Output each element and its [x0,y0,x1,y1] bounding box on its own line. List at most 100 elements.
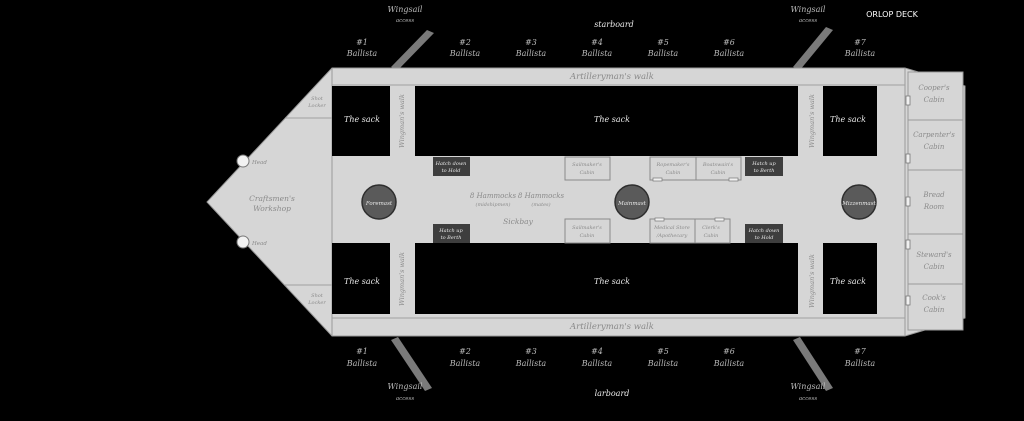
sack-label: The sack [594,115,630,124]
hatch-label: Hatch down [435,161,467,167]
foremast-label: Foremast [365,201,393,207]
sack-label: The sack [344,115,380,124]
ballista-label: Ballista [346,359,378,368]
sack-main-top [415,86,798,156]
sack-fore-bottom [332,243,390,314]
ballista-num: #7 [854,347,867,356]
stern-room-label: Cabin [924,263,945,271]
bow-partitions [285,117,332,286]
sack-labels: The sack The sack The sack The sack The … [344,115,866,286]
cabin-label: Cabin [666,170,681,176]
ballista-label: Ballista [713,359,745,368]
head-fixture-bottom [236,235,250,249]
stern-rooms [907,71,964,331]
wingsail-label: Wingsail [791,382,826,391]
stern-room-label: Carpenter's [913,131,955,139]
workshop-label-1: Craftsmen's [249,194,295,203]
mainmast [614,184,650,220]
stern-room-label: Steward's [916,251,952,259]
hatch-label: Hatch up [438,228,463,234]
wingsail-labels: Wingsail access Wingsail access Wingsail… [388,5,826,402]
ballista-num: #1 [356,38,368,47]
hatch-up-berth-fore [433,224,470,243]
cabin-label: Ropemaker's [656,162,690,168]
hatch-down-hold-aft [745,224,783,243]
cabin-label: Clerk's [702,225,720,231]
walk-borders [332,84,905,319]
ballista-label: Ballista [515,49,547,58]
cabin-label: Cabin [580,233,595,239]
wingsail-label: Wingsail [388,382,423,391]
hatch-label: to Berth [754,168,775,174]
shot-locker-top-2: Locker [307,103,326,109]
shot-locker-bottom-1: Shot [311,293,324,299]
sack-aft-top [823,86,877,156]
hatch-label: to Hold [442,168,461,174]
mainmast-label: Mainmast [617,201,647,207]
stern-doors [905,95,911,306]
wingman-walk-fore-bottom: Wingman's walk [398,252,406,306]
starboard-label: starboard [594,20,634,29]
ballista-label: Ballista [581,359,613,368]
sack-group [332,86,877,314]
head-fixture-top [236,154,250,168]
cabin-label: Sailmaker's [572,225,602,231]
wingsail-sub: access [799,396,818,402]
stern-room-label: Room [923,203,945,211]
hatch-down-hold-fore [433,157,470,176]
ballista-label: Ballista [844,359,876,368]
hatch-label: Hatch up [751,161,776,167]
cabin-doors [652,177,739,222]
hatch-up-berth-aft [745,157,783,176]
cabin-label: Boatswain's [702,162,734,168]
wingsail-sub: access [799,18,818,24]
hammocks-midshipmen: 8 Hammocks [470,192,517,200]
ballista-num: #4 [591,347,603,356]
ballista-num: #2 [459,38,471,47]
hammocks-midshipmen-sub: (midshipmen) [476,201,511,208]
artilleryman-walk-top: Artilleryman's walk [569,72,654,82]
hatch-label: to Berth [441,235,462,241]
cabin-label: Cabin [580,170,595,176]
ballista-num: #5 [657,38,669,47]
artilleryman-walk-bottom: Artilleryman's walk [569,322,654,332]
sack-main-bottom [415,243,798,314]
wingsail-sub: access [396,396,415,402]
wingsail-sub: access [396,18,415,24]
wingman-walk-aft-bottom: Wingman's walk [808,254,816,308]
stern-room-label: Cook's [922,294,946,302]
ballista-num: #6 [723,38,735,47]
ballista-num: #1 [356,347,368,356]
sack-fore-top [332,86,390,156]
wingman-walk-fore-top: Wingman's walk [398,94,406,148]
sack-label: The sack [344,277,380,286]
ballista-label: Ballista [515,359,547,368]
mizzenmast-label: Mizzenmast [841,201,876,207]
ballista-row-bottom: #1 Ballista #2 Ballista #3 Ballista #4 B… [346,347,876,368]
ballista-num: #5 [657,347,669,356]
wingsail-label: Wingsail [388,5,423,14]
stern-room-label: Cabin [924,96,945,104]
ballista-row-top: #1 Ballista #2 Ballista #3 Ballista #4 B… [346,38,876,58]
mizzenmast [841,184,877,220]
shot-locker-top-1: Shot [311,96,324,102]
sack-label: The sack [594,277,630,286]
hatches [433,157,783,243]
ballista-label: Ballista [449,49,481,58]
cabin-label: Cabin [704,233,719,239]
cabin-label: /Apothecary [656,233,688,239]
sack-aft-bottom [823,243,877,314]
ballista-label: Ballista [647,49,679,58]
hammocks-mates: 8 Hammocks [518,192,565,200]
larboard-label: larboard [595,389,630,398]
ballista-num: #2 [459,347,471,356]
hatch-label: Hatch down [748,228,780,234]
workshop-label-2: Workshop [253,204,291,213]
wingman-walk-aft-top: Wingman's walk [808,94,816,148]
ballista-num: #7 [854,38,867,47]
central-cabins [564,156,742,244]
ballista-label: Ballista [844,49,876,58]
hammocks-mates-sub: (mates) [531,201,550,208]
cabin-label: Sailmaker's [572,162,602,168]
sack-label: The sack [830,115,866,124]
